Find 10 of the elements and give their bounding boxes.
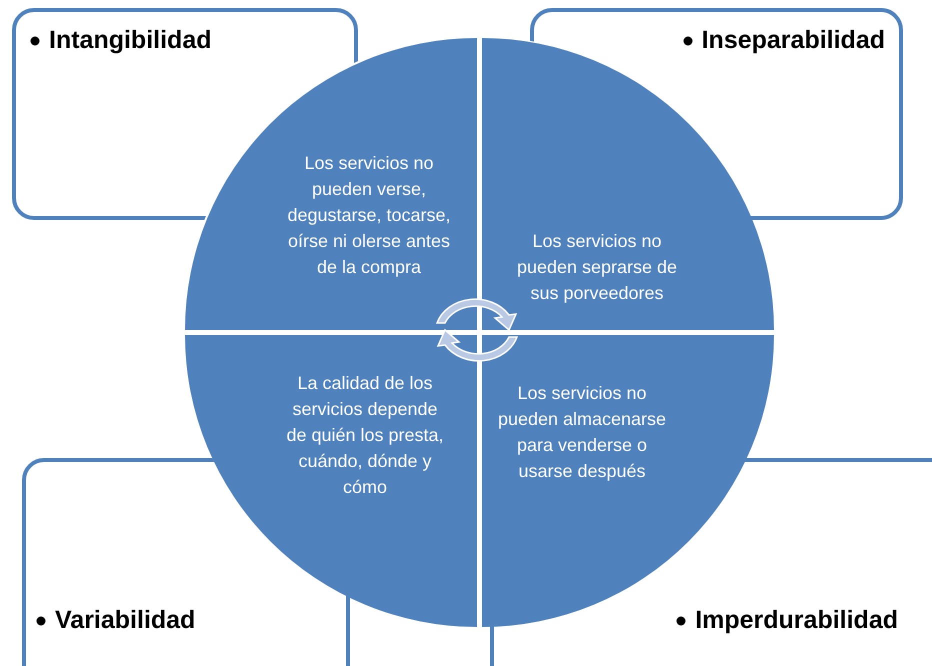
text-box [530, 8, 903, 220]
description-text: Los servicios no pueden seprarse de sus porveedores [516, 230, 678, 305]
heading-text: Variabilidad [55, 606, 196, 634]
text-box [490, 458, 932, 666]
description-text: Los servicios no pueden almacenarse para venderse o usarse después [496, 382, 668, 483]
heading-text: Imperdurabilidad [695, 606, 898, 634]
heading-text: Intangibilidad [49, 26, 212, 54]
description-text: La calidad de los servicios depende de quién los presta, cuándo, dónde y cómo [285, 372, 445, 499]
description-text: Los servicios no pueden verse, degustarse, tocarse, oírse ni olerse antes de la compra [286, 152, 452, 279]
heading-text: Inseparabilidad [702, 26, 885, 54]
